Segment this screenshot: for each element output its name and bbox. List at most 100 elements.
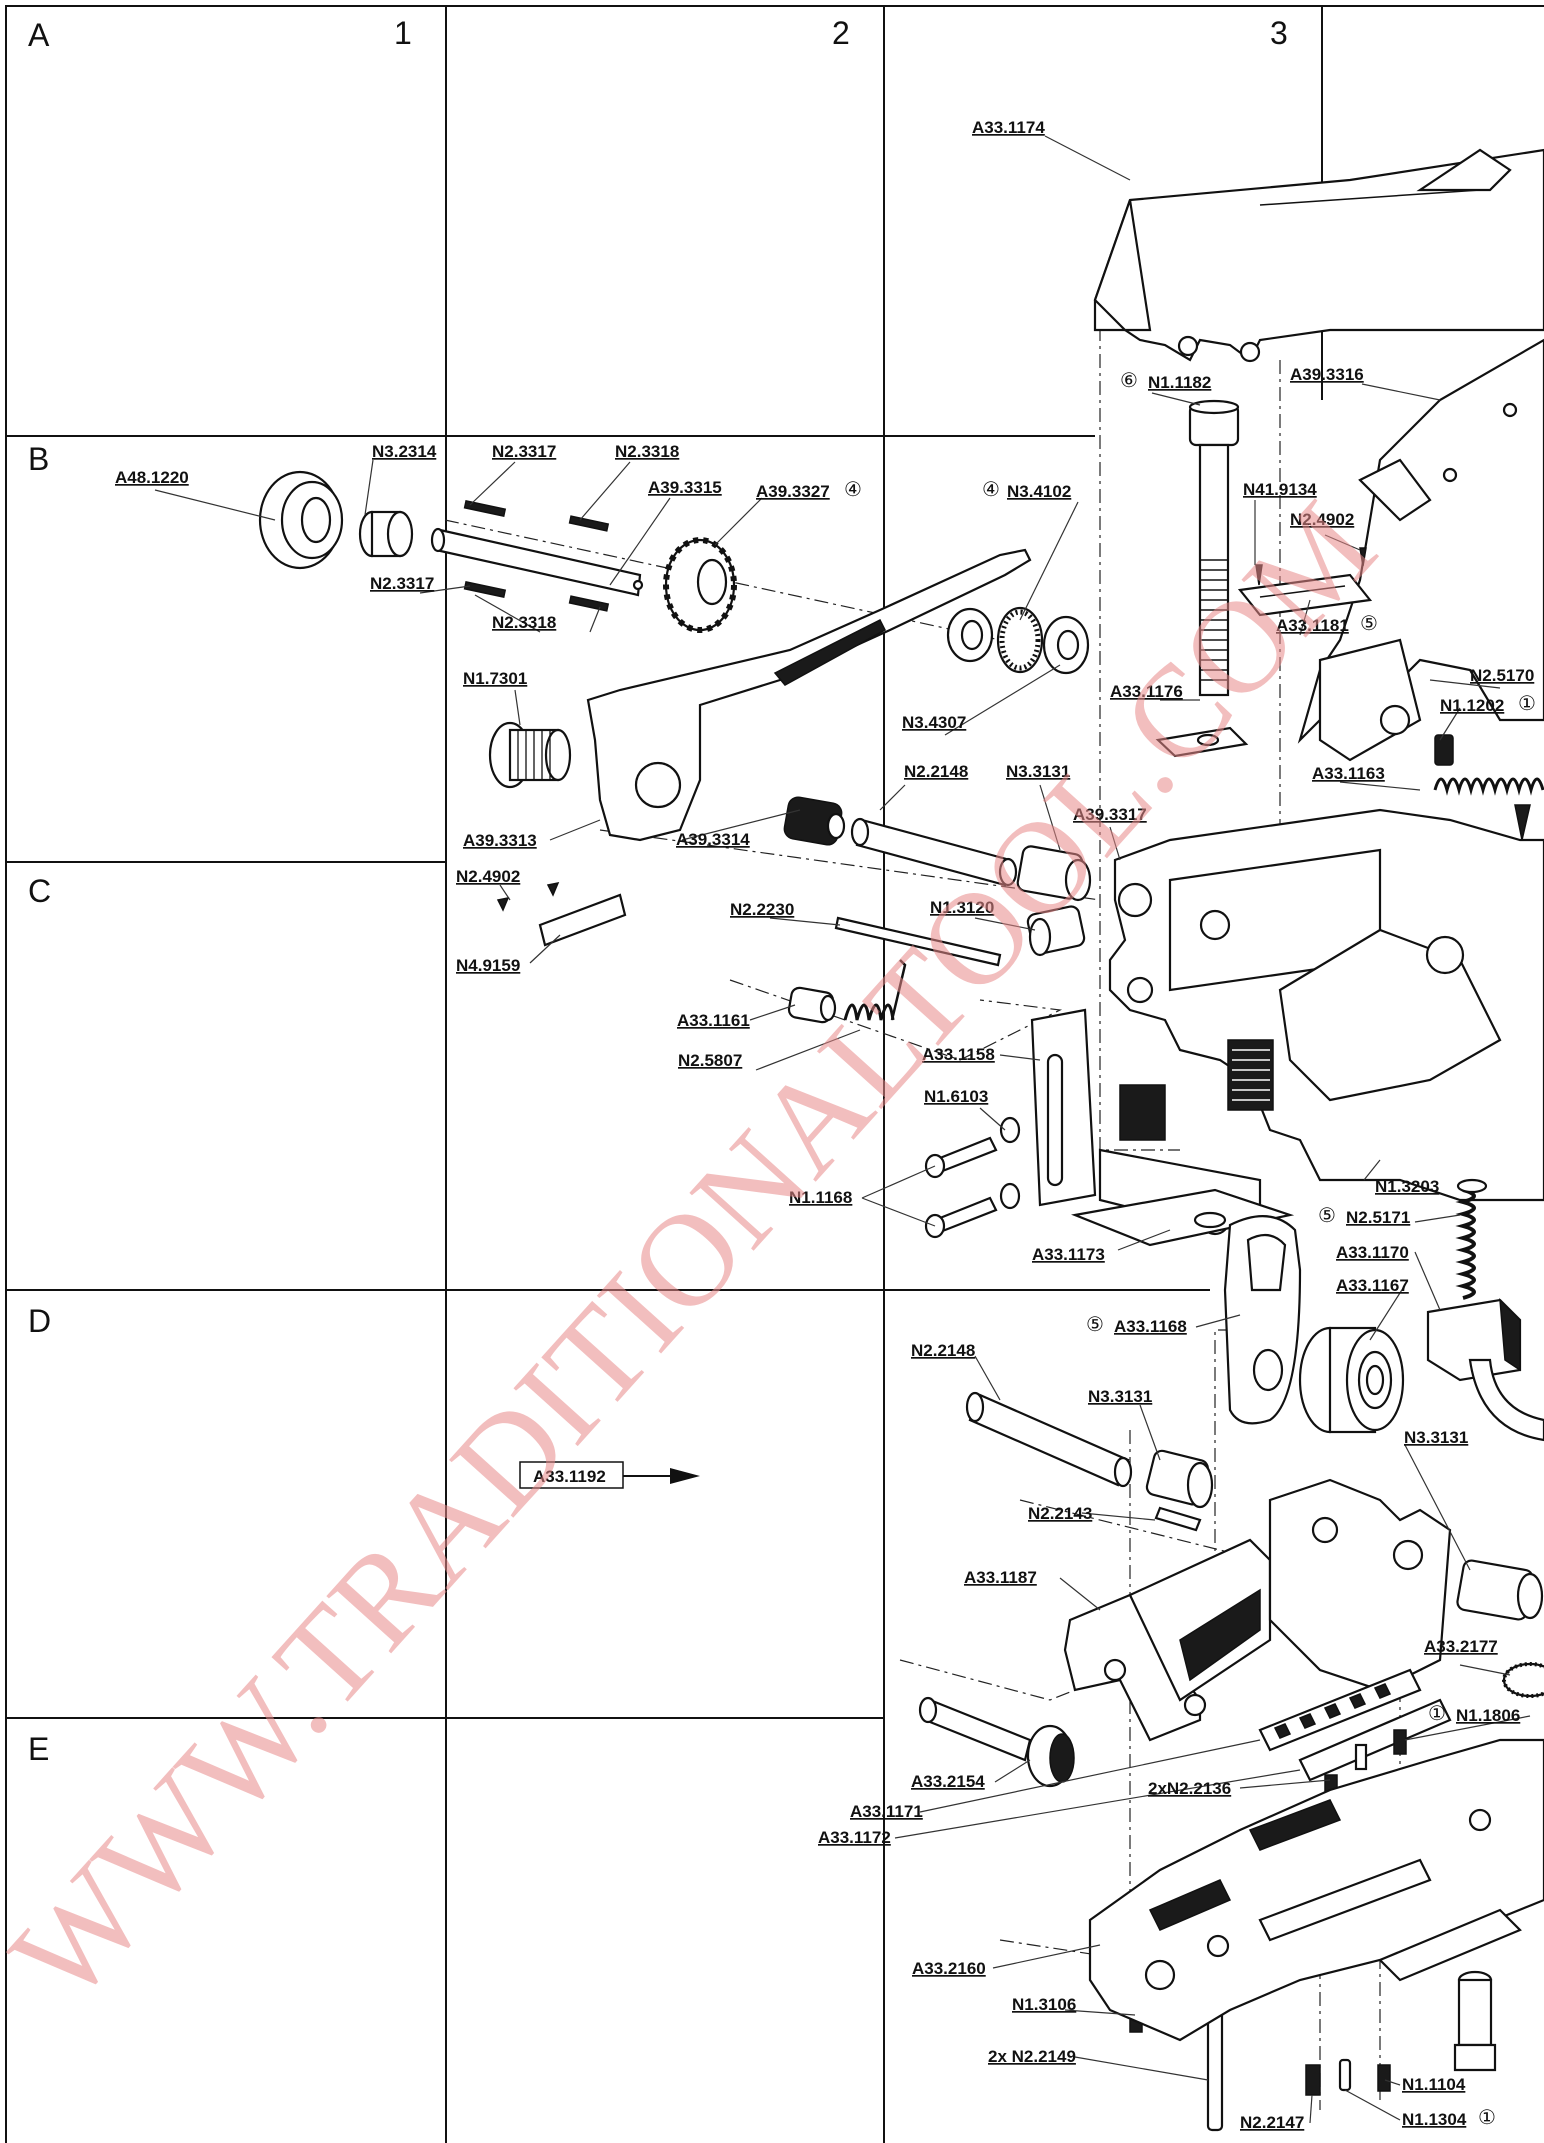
label-a33-1176[interactable]: A33.1176 <box>1110 682 1183 701</box>
spring-n2-5171-drawing <box>1455 1178 1488 1300</box>
label-a33-1167[interactable]: A33.1167 <box>1336 1276 1409 1295</box>
marker-n1-1304: ① <box>1478 2105 1496 2129</box>
screw-n1-1202-drawing <box>1434 734 1454 766</box>
label-n2-3317-bottom[interactable]: N2.3317 <box>370 574 434 593</box>
label-n1-1202[interactable]: N1.1202 <box>1440 696 1504 715</box>
marker-a33-1168: ⑤ <box>1086 1312 1104 1336</box>
label-a33-1187[interactable]: A33.1187 <box>964 1568 1037 1587</box>
label-n2-5170[interactable]: N2.5170 <box>1470 666 1534 685</box>
label-a33-1168[interactable]: A33.1168 <box>1114 1317 1187 1336</box>
label-n1-7301[interactable]: N1.7301 <box>463 669 527 688</box>
label-n2-2136[interactable]: 2xN2.2136 <box>1148 1779 1231 1798</box>
label-n3-4307[interactable]: N3.4307 <box>902 713 966 732</box>
label-n3-3131-top[interactable]: N3.3131 <box>1006 762 1070 781</box>
lever-arm-right-drawing <box>1297 338 1544 762</box>
upright-block-drawing <box>1268 1478 1452 1692</box>
top-cover-drawing <box>1093 148 1544 363</box>
label-n2-4902-top[interactable]: N2.4902 <box>1290 510 1354 529</box>
label-a33-1174[interactable]: A33.1174 <box>972 118 1045 137</box>
knurled-knob-drawing <box>1502 1662 1544 1698</box>
label-a33-1171[interactable]: A33.1171 <box>850 1802 923 1821</box>
small-screw-drawing <box>1255 564 1263 586</box>
shaft-drawing <box>430 527 644 597</box>
label-a33-1172[interactable]: A33.1172 <box>818 1828 891 1847</box>
reference-box-a33-1192[interactable]: A33.1192 <box>519 1461 700 1489</box>
base-plate-drawing <box>1071 1188 1295 1247</box>
label-n1-1182[interactable]: N1.1182 <box>1148 373 1211 392</box>
label-n2-2230[interactable]: N2.2230 <box>730 900 794 919</box>
label-n3-3131-right[interactable]: N3.3131 <box>1404 1428 1468 1447</box>
label-a48-1220[interactable]: A48.1220 <box>115 468 189 487</box>
label-n1-3120[interactable]: N1.3120 <box>930 898 994 917</box>
small-screw-drawing-2 <box>1359 547 1367 567</box>
base-frame-drawing <box>1088 1738 1544 2042</box>
cover-plate-drawing <box>1237 573 1373 617</box>
label-a39-3327[interactable]: A39.3327 <box>756 482 830 501</box>
label-a39-3314[interactable]: A39.3314 <box>676 830 750 849</box>
grid-col-1: 1 <box>394 15 412 51</box>
label-n2-2148-top[interactable]: N2.2148 <box>904 762 968 781</box>
grid-row-b: B <box>28 441 49 477</box>
label-n1-3106[interactable]: N1.3106 <box>1012 1995 1076 2014</box>
thrust-washers-drawing <box>946 606 1090 675</box>
roller-drawing <box>1298 1326 1405 1434</box>
bracket-screw-2 <box>546 881 560 897</box>
label-a33-1170[interactable]: A33.1170 <box>1336 1243 1409 1262</box>
marker-n1-1202: ① <box>1518 691 1536 715</box>
label-a39-3313[interactable]: A39.3313 <box>463 831 537 850</box>
part-labels: A33.1174 N1.1182 A39.3316 A48.1220 N3.23… <box>115 118 1534 2132</box>
label-n2-2143[interactable]: N2.2143 <box>1028 1504 1092 1523</box>
gauge-strip-drawing <box>1258 1668 1452 1782</box>
bracket-screw-1 <box>496 896 510 912</box>
bracket-block-drawing <box>1063 1538 1272 1742</box>
pin-drawing <box>1514 804 1531 841</box>
label-n1-1168[interactable]: N1.1168 <box>789 1188 852 1207</box>
base-plate-hole <box>1193 1211 1227 1229</box>
label-a33-1181[interactable]: A33.1181 <box>1276 616 1349 635</box>
thumb-screw-drawing <box>918 1696 1075 1788</box>
marker-a39-3327: ④ <box>844 477 862 501</box>
label-a33-1163[interactable]: A33.1163 <box>1312 764 1385 783</box>
label-n1-1806[interactable]: N1.1806 <box>1456 1706 1520 1725</box>
bolts-n1-1168-drawing <box>924 1116 1021 1239</box>
label-n41-9134[interactable]: N41.9134 <box>1243 480 1317 499</box>
grid-row-e: E <box>28 1731 49 1767</box>
marker-n2-5171: ⑤ <box>1318 1203 1336 1227</box>
label-n2-2148-bottom[interactable]: N2.2148 <box>911 1341 975 1360</box>
label-n2-3318-bottom[interactable]: N2.3318 <box>492 613 556 632</box>
label-a39-3317[interactable]: A39.3317 <box>1073 805 1147 824</box>
label-a39-3316[interactable]: A39.3316 <box>1290 365 1364 384</box>
label-n1-3203[interactable]: N1.3203 <box>1375 1177 1439 1196</box>
label-n2-3317-top[interactable]: N2.3317 <box>492 442 556 461</box>
block-a33-1170-drawing <box>1426 1298 1544 1442</box>
label-n2-2149[interactable]: 2x N2.2149 <box>988 2047 1076 2066</box>
keys-drawing <box>463 500 610 612</box>
label-a39-3315[interactable]: A39.3315 <box>648 478 722 497</box>
bush-pin-bush-drawing <box>783 796 1092 902</box>
label-n1-1104[interactable]: N1.1104 <box>1402 2075 1466 2094</box>
label-a33-2154[interactable]: A33.2154 <box>911 1772 985 1791</box>
label-n4-9159[interactable]: N4.9159 <box>456 956 520 975</box>
label-n3-3131-mid[interactable]: N3.3131 <box>1088 1387 1152 1406</box>
label-n2-4902-left[interactable]: N2.4902 <box>456 867 520 886</box>
label-a33-2177[interactable]: A33.2177 <box>1424 1637 1498 1656</box>
label-n3-4102[interactable]: N3.4102 <box>1007 482 1071 501</box>
grid-col-3: 3 <box>1270 15 1288 51</box>
label-a33-1158[interactable]: A33.1158 <box>922 1045 995 1064</box>
threaded-plug-drawing <box>1026 905 1086 957</box>
reference-box-label: A33.1192 <box>533 1467 606 1486</box>
label-n2-5807[interactable]: N2.5807 <box>678 1051 742 1070</box>
label-n2-5171[interactable]: N2.5171 <box>1346 1208 1410 1227</box>
label-n1-1304[interactable]: N1.1304 <box>1402 2110 1467 2129</box>
label-a33-1161[interactable]: A33.1161 <box>677 1011 750 1030</box>
label-a33-2160[interactable]: A33.2160 <box>912 1959 986 1978</box>
marker-a33-1181: ⑤ <box>1360 611 1378 635</box>
label-n2-2147[interactable]: N2.2147 <box>1240 2113 1304 2132</box>
label-n1-6103[interactable]: N1.6103 <box>924 1087 988 1106</box>
slotted-plate-drawing <box>1030 1008 1097 1207</box>
label-a33-1173[interactable]: A33.1173 <box>1032 1245 1105 1264</box>
reference-grid <box>5 5 1544 2143</box>
label-n2-3318-top[interactable]: N2.3318 <box>615 442 679 461</box>
label-n3-2314[interactable]: N3.2314 <box>372 442 437 461</box>
